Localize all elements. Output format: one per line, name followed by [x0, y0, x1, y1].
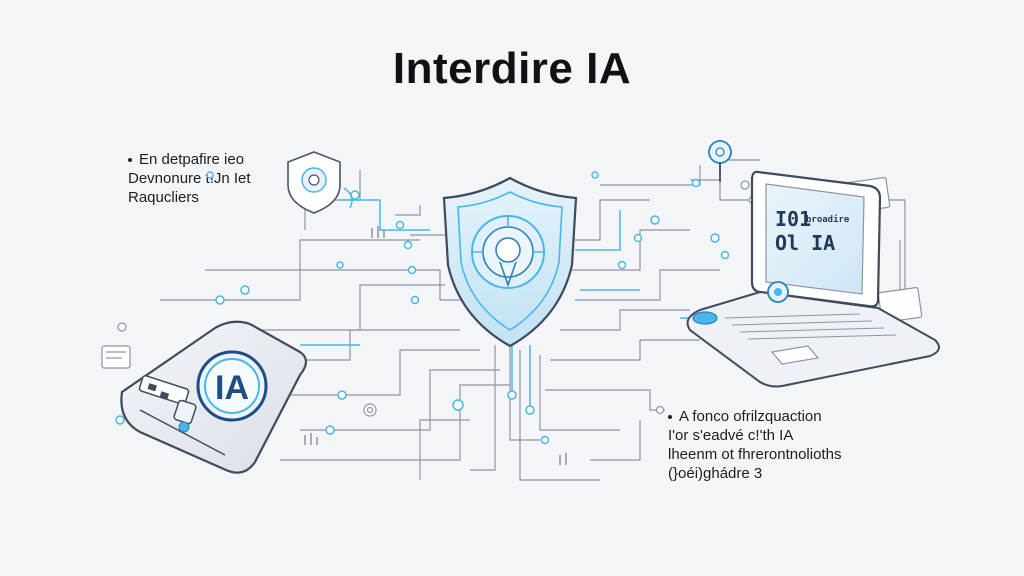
bullet-icon: [128, 158, 132, 163]
note-left-line: Raqucliers: [128, 189, 199, 206]
note-left: En detpafire ieo Devnonure t!Jn Iet Raqu…: [128, 150, 308, 207]
laptop-screen-line-2: Ol IA: [775, 231, 835, 255]
note-right-line: (}oéi)ghádre 3: [668, 465, 763, 482]
chip-bars: [304, 226, 567, 465]
note-left-line: Devnonure t!Jn Iet: [128, 170, 251, 187]
ia-device: IA: [120, 320, 308, 474]
page-title: Interdire IA: [392, 44, 632, 93]
bullet-icon: [668, 415, 672, 420]
note-right-line: lheenm ot fhrerontnolioths: [668, 446, 842, 463]
device-ia-label: IA: [215, 369, 249, 407]
small-shield-icon: [287, 151, 353, 214]
note-right-text-1: A fonco ofrilzquaction: [679, 408, 822, 425]
laptop-screen-line-1: I01: [775, 207, 811, 231]
laptop-screen-side: broadire: [806, 214, 850, 225]
note-right-line: A fonco ofrilzquaction: [668, 407, 888, 426]
note-right: A fonco ofrilzquaction I'or s'eadvé c!'t…: [668, 407, 888, 483]
laptop-icon: I01 Ol IA broadire: [686, 170, 940, 388]
connector-nodes: [115, 171, 730, 445]
central-shield-icon: [442, 176, 578, 348]
note-left-text-1: En detpafire ieo: [139, 151, 245, 168]
laptop-trackpad: [770, 345, 820, 365]
key-icon: [708, 140, 732, 182]
note-right-line: I'or s'eadvé c!'th IA: [668, 427, 794, 444]
laptop-keyboard: [724, 313, 897, 340]
note-left-line: En detpafire ieo: [128, 150, 308, 169]
